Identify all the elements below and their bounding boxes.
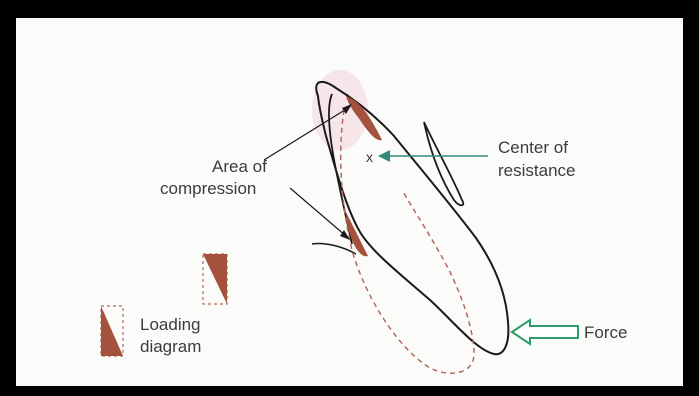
area-of-compression-label-line2: compression [160, 179, 256, 198]
force-label: Force [584, 323, 627, 342]
loading-diagram-label-line2: diagram [140, 337, 201, 356]
center-of-resistance-marker: x [366, 149, 373, 165]
gingiva-right [424, 122, 463, 205]
loading-diagram-lower [101, 306, 123, 356]
gingiva-left [312, 243, 356, 254]
loading-diagram-upper [203, 254, 227, 304]
force-arrow-icon [512, 320, 578, 344]
center-leader-arrowhead [378, 150, 390, 162]
leader-line-bottom [290, 188, 346, 236]
area-of-compression-label-line1: Area of [212, 157, 267, 176]
loading-diagram-label-line1: Loading [140, 315, 201, 334]
center-of-resistance-label-line1: Center of [498, 138, 568, 157]
center-of-resistance-label-line2: resistance [498, 161, 575, 180]
